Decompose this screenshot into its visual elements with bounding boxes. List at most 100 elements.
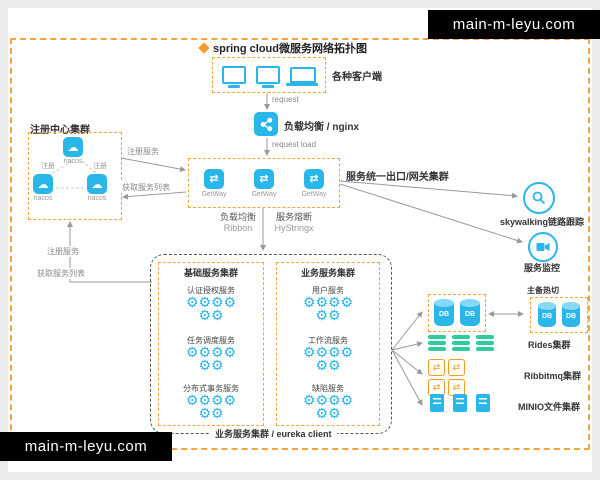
- lb-sub: Ribbon: [223, 223, 253, 233]
- register-service-label: 注册服务: [46, 246, 80, 257]
- rabbitmq-cluster-icons: ⇄ ⇄ ⇄ ⇄: [428, 359, 468, 396]
- gateway-cluster-box: ⇄ GetWay ⇄ GetWay ⇄ GetWay: [188, 158, 340, 208]
- get-service-list-label: 获取服务列表: [121, 182, 171, 193]
- magnifier-icon: [532, 191, 546, 205]
- db-label: DB: [464, 311, 476, 318]
- service-instances-icon: ⚙⚙⚙⚙⚙⚙: [302, 344, 354, 373]
- db-backup-box: DB DB: [530, 297, 588, 333]
- video-camera-icon: [536, 243, 550, 251]
- business-service-cluster: 业务服务集群 用户服务 ⚙⚙⚙⚙⚙⚙ 工作流服务 ⚙⚙⚙⚙⚙⚙ 缺陷服务 ⚙⚙⚙…: [276, 262, 380, 426]
- gateway-icon: ⇄: [254, 168, 274, 189]
- service-label: 用户服务: [312, 286, 344, 295]
- watermark-text: main-m-leyu.com: [24, 438, 148, 455]
- breaker-sub: HyStringx: [274, 223, 314, 233]
- clients-label: 各种客户端: [332, 72, 382, 83]
- database-icon: DB: [562, 302, 580, 327]
- minio-label: MINIO文件集群: [518, 402, 580, 412]
- database-icon: DB: [460, 299, 480, 326]
- nacos-label: nacos: [33, 195, 53, 202]
- nacos-label: nacos: [87, 195, 107, 202]
- db-label: DB: [438, 311, 450, 318]
- rabbitmq-icon: ⇄: [428, 359, 445, 376]
- database-icon: DB: [538, 302, 556, 327]
- share-icon: [260, 117, 272, 131]
- db-label: DB: [541, 313, 553, 320]
- gateway-icon: ⇄: [204, 168, 224, 189]
- nacos-node: ☁ nacos: [63, 137, 83, 165]
- gateway-node: ⇄ GetWay: [201, 168, 227, 198]
- nacos-node: ☁ nacos: [33, 174, 53, 202]
- monitor-node: [528, 232, 558, 262]
- nginx-label: 负载均衡 / nginx: [284, 122, 359, 133]
- cloud-icon: ☁: [33, 174, 53, 194]
- request-load-label: request load: [272, 140, 317, 149]
- breaker-title: 服务熔断: [275, 212, 312, 222]
- redis-cluster-icons: [428, 335, 494, 339]
- diagram-title-row: spring cloud微服务网络拓扑图: [198, 40, 367, 56]
- cloud-icon: ☁: [87, 174, 107, 194]
- redis-icon: [428, 335, 446, 339]
- gateway-cluster-label: 服务统一出口/网关集群: [346, 172, 449, 183]
- diagram-frame: [10, 38, 590, 450]
- registry-edge-label: 注册: [40, 161, 56, 171]
- registry-title: 注册中心集群: [30, 125, 90, 136]
- registry-edge-label: 注册: [92, 161, 108, 171]
- skywalking-node: [523, 182, 555, 214]
- clients-box: [212, 57, 326, 93]
- watermark-top-right: main-m-leyu.com: [428, 10, 600, 39]
- file-icon: [476, 394, 490, 412]
- database-icon: DB: [434, 299, 454, 326]
- service-label: 缺陷服务: [312, 384, 344, 393]
- monitor-icon: [256, 66, 280, 84]
- gateway-icon: ⇄: [304, 168, 324, 189]
- topology-icon: [198, 42, 210, 54]
- service-instances-icon: ⚙⚙⚙⚙⚙⚙: [302, 392, 354, 421]
- rabbitmq-label: Ribbitmq集群: [524, 371, 581, 381]
- redis-icon: [476, 335, 494, 339]
- db-label: DB: [565, 313, 577, 320]
- db-switch-label: 主备热切: [527, 286, 559, 295]
- minio-cluster-icons: [430, 394, 490, 412]
- registry-box: [28, 132, 122, 220]
- service-label: 分布式事务服务: [183, 384, 239, 393]
- cloud-icon: ☁: [63, 137, 83, 157]
- cluster-bottom-label: 业务服务集群 / eureka client: [210, 426, 337, 441]
- redis-icon: [452, 335, 470, 339]
- file-icon: [430, 394, 444, 412]
- service-label: 任务调度服务: [187, 336, 235, 345]
- gateway-node-label: GetWay: [201, 190, 227, 198]
- redis-label: Rides集群: [528, 340, 571, 350]
- breaker-note: 服务熔断 HyStringx: [268, 210, 320, 233]
- service-instances-icon: ⚙⚙⚙⚙⚙⚙: [185, 392, 237, 421]
- lb-title: 负载均衡: [219, 212, 256, 222]
- load-balance-note: 负载均衡 Ribbon: [216, 210, 260, 233]
- rabbitmq-icon: ⇄: [448, 379, 465, 396]
- gateway-node: ⇄ GetWay: [251, 168, 277, 198]
- service-label: 认证授权服务: [187, 286, 235, 295]
- rabbitmq-icon: ⇄: [448, 359, 465, 376]
- service-label: 工作流服务: [308, 336, 348, 345]
- monitor-icon: [222, 66, 246, 84]
- nacos-label: nacos: [63, 158, 83, 165]
- service-instances-icon: ⚙⚙⚙⚙⚙⚙: [185, 294, 237, 323]
- laptop-icon: [286, 67, 318, 86]
- watermark-text: main-m-leyu.com: [452, 16, 576, 33]
- nacos-node: ☁ nacos: [87, 174, 107, 202]
- db-primary-box: DB DB: [428, 294, 486, 332]
- get-service-list-label: 获取服务列表: [36, 268, 86, 279]
- base-cluster-title: 基础服务集群: [183, 268, 238, 278]
- request-label: request: [272, 95, 299, 104]
- service-instances-icon: ⚙⚙⚙⚙⚙⚙: [185, 344, 237, 373]
- business-cluster-title: 业务服务集群: [300, 268, 355, 278]
- skywalking-label: skywalking链路跟踪: [499, 217, 585, 227]
- register-service-label: 注册服务: [126, 146, 160, 157]
- diagram-title: spring cloud微服务网络拓扑图: [213, 43, 367, 55]
- file-icon: [453, 394, 467, 412]
- gateway-node-label: GetWay: [301, 190, 327, 198]
- nginx-node: [254, 112, 278, 136]
- gateway-node-label: GetWay: [251, 190, 277, 198]
- base-service-cluster: 基础服务集群 认证授权服务 ⚙⚙⚙⚙⚙⚙ 任务调度服务 ⚙⚙⚙⚙⚙⚙ 分布式事务…: [158, 262, 264, 426]
- monitor-label: 服务监控: [523, 263, 560, 273]
- watermark-bottom-left: main-m-leyu.com: [0, 432, 172, 461]
